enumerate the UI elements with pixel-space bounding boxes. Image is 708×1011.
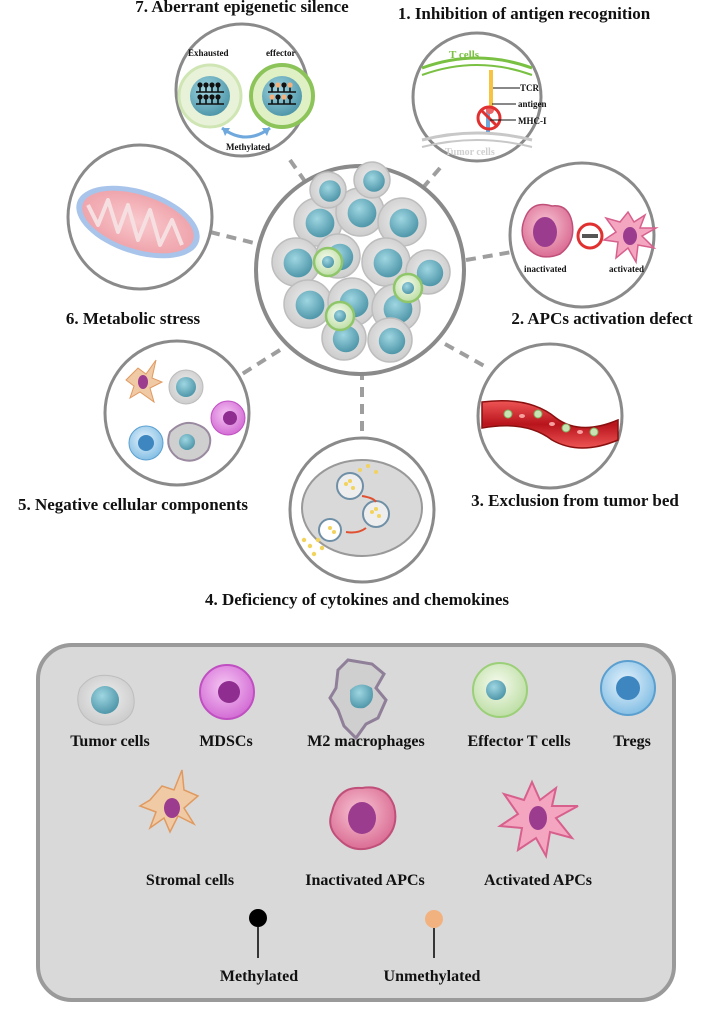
panel-antigen-recognition: T cells TCR antigen MHC-I Tumor cells bbox=[411, 31, 547, 163]
title-m5: 5. Negative cellular components bbox=[17, 495, 249, 514]
legend-icon-treg bbox=[600, 660, 656, 716]
mhc-bar bbox=[486, 108, 490, 132]
methylated-dots bbox=[197, 82, 221, 100]
title-m4: 4. Deficiency of cytokines and chemokine… bbox=[204, 590, 510, 609]
stromal-cell-mini bbox=[125, 359, 164, 404]
title-m1: 1. Inhibition of antigen recognition bbox=[397, 4, 651, 23]
legend-label-m2: M2 macrophages bbox=[307, 733, 425, 750]
mitochondrion-icon bbox=[76, 185, 200, 259]
panel-epigenetic: Exhausted effector Methylated bbox=[174, 22, 315, 158]
connector-m2 bbox=[465, 250, 513, 262]
legend-icon-tumor bbox=[77, 674, 135, 726]
title-m7: 7. Aberrant epigenetic silence bbox=[135, 0, 349, 16]
tumor-nucleus bbox=[416, 259, 444, 287]
tumor-nucleus bbox=[389, 208, 419, 238]
effector-t-nucleus bbox=[334, 310, 346, 322]
legend-icon-methylated-pin bbox=[249, 909, 267, 958]
legend-label-methylated: Methylated bbox=[219, 968, 299, 985]
tumor-nucleus bbox=[319, 180, 341, 202]
legend-icon-effector-t bbox=[472, 662, 528, 718]
panel-exclusion-vessel bbox=[476, 342, 624, 490]
label-tcells: T cells bbox=[449, 49, 480, 61]
legend-icon-activated-apc bbox=[497, 779, 579, 859]
tumor-nucleus bbox=[347, 198, 377, 228]
mixed-dots bbox=[269, 82, 293, 100]
legend-label-stromal: Stromal cells bbox=[145, 872, 235, 889]
rbc-dots bbox=[519, 414, 583, 434]
panel-negative-cells bbox=[103, 339, 251, 487]
legend-icon-m2-macrophage bbox=[328, 658, 388, 741]
legend-label-unmethylated: Unmethylated bbox=[383, 968, 481, 985]
title-m3: 3. Exclusion from tumor bed bbox=[471, 491, 679, 510]
panel-metabolic-stress bbox=[66, 143, 214, 291]
activated-apc-shape bbox=[601, 210, 659, 265]
tumor-nucleus bbox=[283, 248, 313, 278]
label-tcr: TCR bbox=[520, 83, 540, 93]
legend-icon-stromal bbox=[138, 769, 200, 834]
legend-label-mdsc: MDSCs bbox=[199, 733, 253, 750]
vessel-tcells bbox=[503, 409, 599, 437]
title-m6: 6. Metabolic stress bbox=[65, 309, 201, 328]
legend-label-tregs: Tregs bbox=[613, 733, 651, 750]
legend-icon-unmethylated-pin bbox=[425, 910, 443, 958]
effector-t-nucleus bbox=[402, 282, 414, 294]
panel-cytokines bbox=[288, 436, 436, 584]
tumor-mass bbox=[254, 161, 466, 376]
mdsc-mini bbox=[210, 400, 246, 436]
connector-m3 bbox=[444, 342, 489, 370]
tumor-cell-mini bbox=[168, 369, 204, 405]
tumor-nucleus bbox=[295, 290, 325, 320]
label-effector: effector bbox=[266, 48, 295, 58]
label-tumor-cells-panel: Tumor cells bbox=[445, 147, 495, 158]
tumor-nucleus bbox=[305, 208, 335, 238]
legend-label-inactivated: Inactivated APCs bbox=[305, 872, 425, 889]
tumor-nucleus bbox=[378, 327, 406, 355]
panel-apc-activation: inactivated activated bbox=[508, 161, 659, 309]
legend-label-effector: Effector T cells bbox=[467, 733, 571, 750]
label-mhc: MHC-I bbox=[518, 116, 547, 126]
label-inactivated: inactivated bbox=[524, 264, 567, 274]
legend-icon-mdsc bbox=[199, 664, 255, 720]
label-antigen: antigen bbox=[518, 99, 547, 109]
label-exhausted: Exhausted bbox=[188, 48, 229, 58]
connector-m6 bbox=[209, 230, 263, 247]
effector-t-nucleus bbox=[322, 256, 334, 268]
tumor-nucleus bbox=[373, 248, 403, 278]
title-m2: 2. APCs activation defect bbox=[511, 309, 693, 328]
legend-icon-inactivated-apc bbox=[329, 786, 397, 851]
legend-label-activated: Activated APCs bbox=[484, 872, 592, 889]
label-methylated: Methylated bbox=[226, 142, 270, 152]
tumor-nucleus bbox=[332, 325, 360, 353]
cytokine-dots bbox=[301, 464, 381, 557]
block-icon bbox=[476, 105, 502, 131]
macrophage-mini bbox=[167, 421, 212, 462]
treg-mini bbox=[128, 425, 164, 461]
tcr-bar bbox=[489, 70, 493, 110]
tumor-nucleus bbox=[363, 170, 385, 192]
legend-label-tumor: Tumor cells bbox=[70, 733, 150, 750]
label-activated: activated bbox=[609, 264, 644, 274]
legend-box bbox=[36, 643, 676, 1002]
